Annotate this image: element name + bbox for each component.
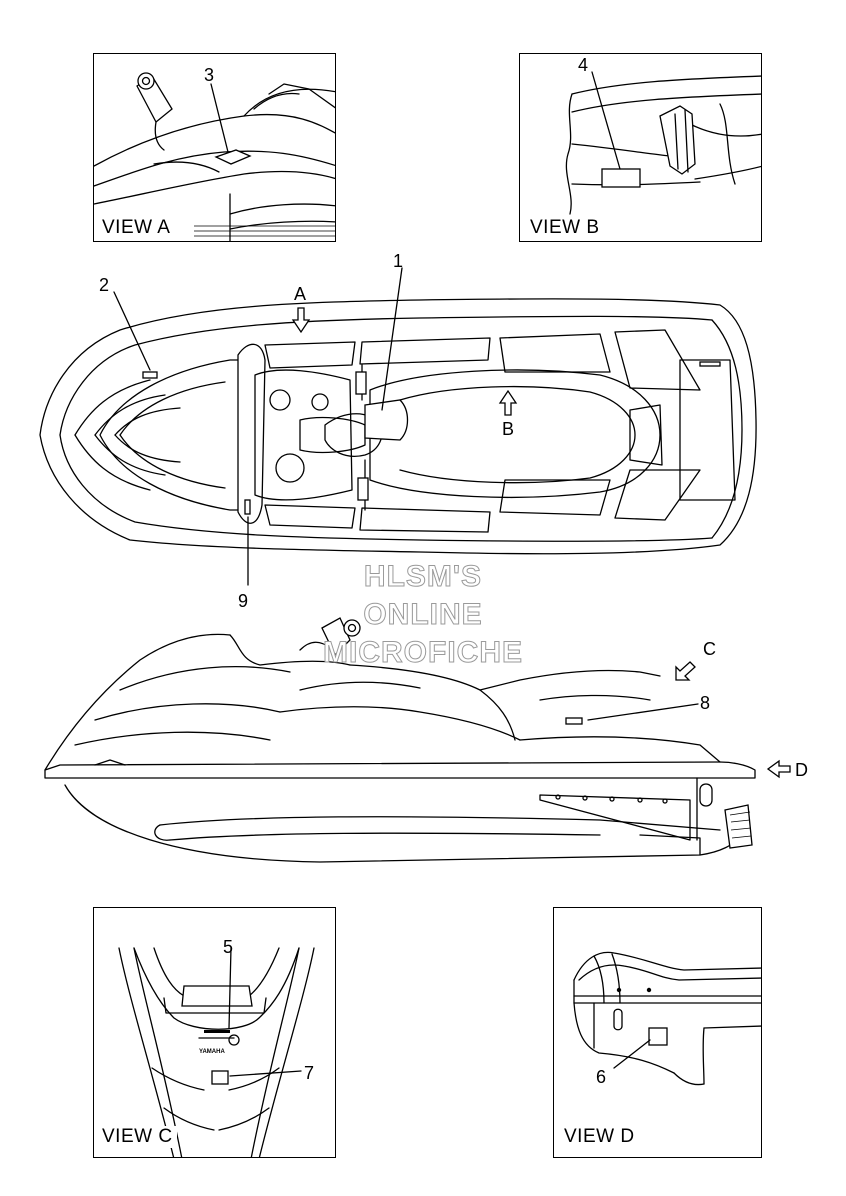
view-d-panel: 6 VIEW D: [553, 907, 762, 1158]
callout-6: 6: [596, 1067, 607, 1087]
view-a-panel: 3 VIEW A: [93, 53, 336, 242]
yamaha-decal-text: YAMAHA: [199, 1049, 225, 1055]
callout-3: 3: [204, 65, 215, 85]
callout-1: 1: [393, 251, 404, 271]
view-arrow-a-letter: A: [294, 284, 307, 304]
callout-7: 7: [304, 1063, 315, 1083]
view-b-label: VIEW B: [526, 217, 604, 239]
callout-5: 5: [223, 937, 234, 957]
view-arrow-d-letter: D: [795, 760, 808, 780]
view-b-panel: 4 VIEW B: [519, 53, 762, 242]
callout-4: 4: [578, 55, 589, 75]
view-arrow-b-letter: B: [502, 419, 515, 439]
view-b-drawing: [565, 71, 761, 215]
view-a-label: VIEW A: [98, 217, 175, 239]
view-c-drawing: [118, 947, 315, 1157]
view-arrow-c-letter: C: [703, 639, 716, 659]
view-d-label: VIEW D: [560, 1126, 639, 1148]
watermark-line-1: HLSM'S: [363, 560, 483, 594]
callout-8: 8: [700, 693, 711, 713]
callout-9: 9: [238, 591, 249, 611]
watermark-line-2: ONLINE: [363, 598, 483, 632]
view-d-drawing: [573, 951, 761, 1086]
view-c-panel: YAMAHA 5 7 VIEW C: [93, 907, 336, 1158]
view-c-label: VIEW C: [98, 1126, 177, 1148]
view-a-drawing: [94, 72, 335, 241]
callout-2: 2: [99, 275, 110, 295]
watermark-line-3: MICROFICHE: [323, 636, 523, 670]
